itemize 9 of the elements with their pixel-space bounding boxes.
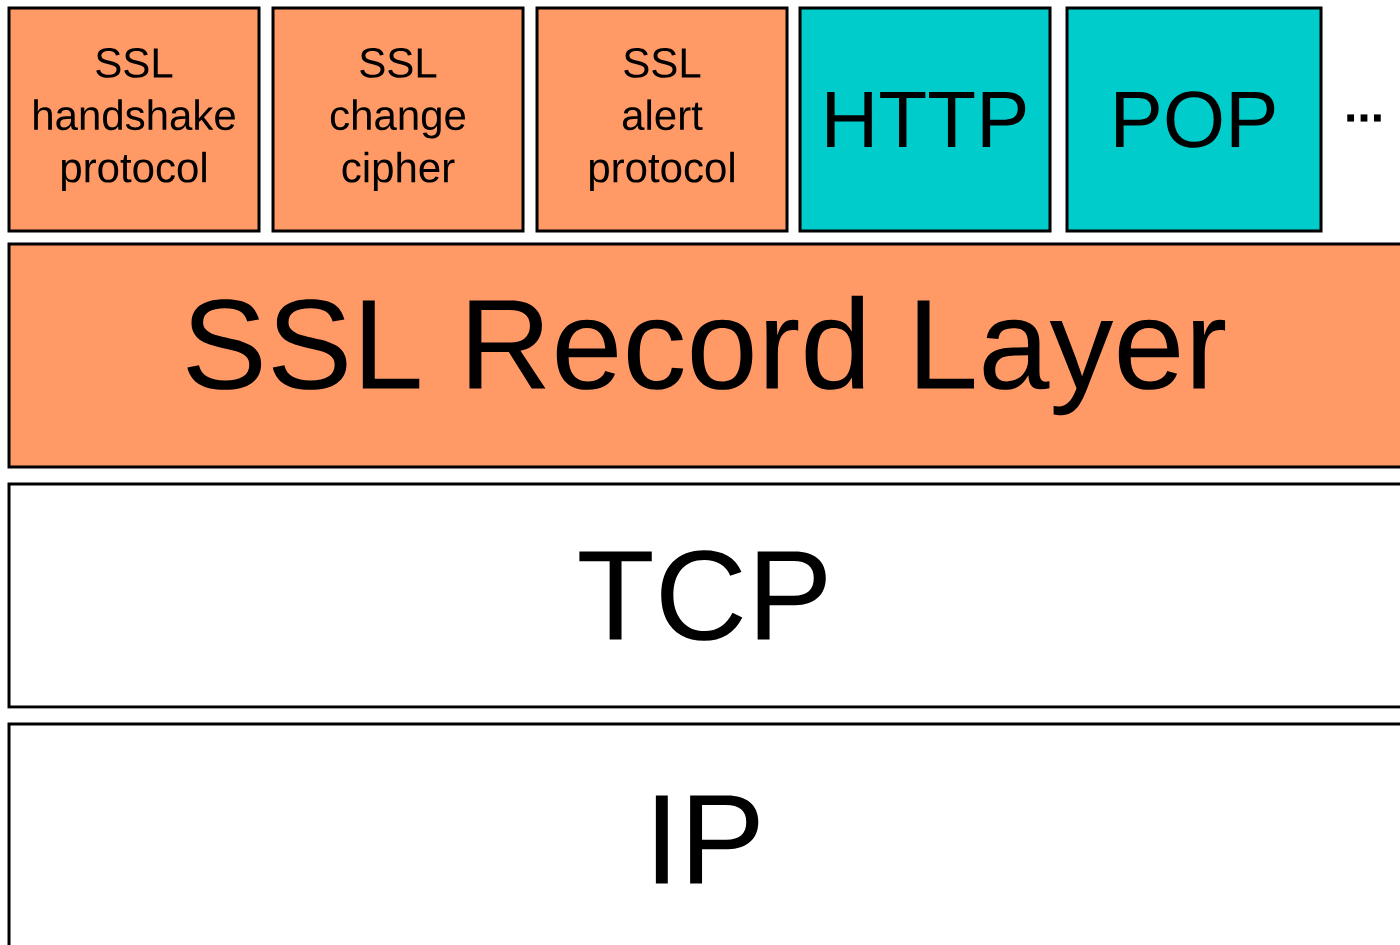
ellipsis-label: ...: [1347, 114, 1381, 122]
protocol-box: SSL change cipher: [271, 6, 525, 233]
protocol-box: POP: [1065, 6, 1323, 233]
protocol-box: SSL alert protocol: [535, 6, 789, 233]
layer-band: IP: [7, 722, 1400, 945]
protocol-box: SSL handshake protocol: [7, 6, 261, 233]
layer-band: SSL Record Layer: [7, 242, 1400, 469]
layer-band: TCP: [7, 482, 1400, 709]
protocol-box: HTTP: [798, 6, 1052, 233]
